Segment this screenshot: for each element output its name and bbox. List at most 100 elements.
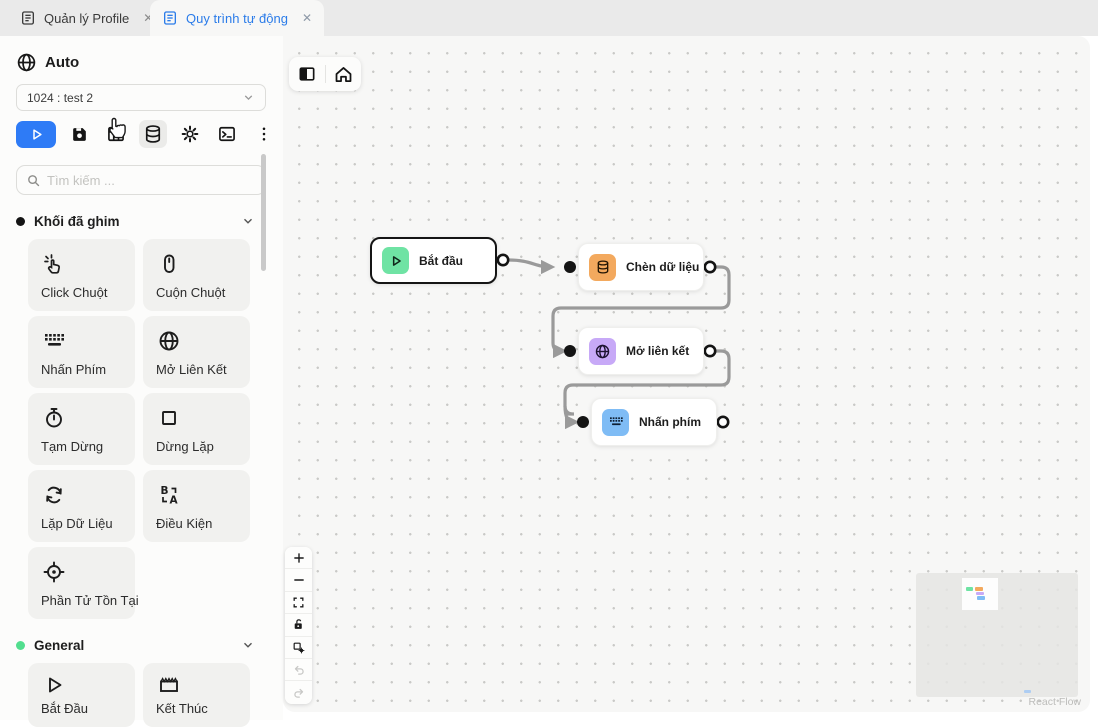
node-label: Mở liên kết	[626, 344, 690, 358]
auto-layout-icon	[293, 642, 305, 654]
fit-view-button[interactable]	[285, 591, 312, 615]
handle-source-start[interactable]	[496, 253, 510, 267]
block-start[interactable]: Bắt Đầu	[28, 663, 135, 727]
svg-text:B: B	[161, 485, 169, 497]
block-label: Phần Tử Tồn Tại	[41, 593, 139, 608]
globe-icon	[159, 331, 179, 351]
block-label: Lặp Dữ Liệu	[41, 516, 113, 531]
table-button[interactable]	[102, 120, 130, 148]
workflow-toolbar	[16, 119, 283, 149]
handle-source-press-key[interactable]	[716, 415, 730, 429]
svg-text:A: A	[170, 495, 179, 507]
block-press-key[interactable]: Nhấn Phím	[28, 316, 135, 388]
block-loop-data[interactable]: Lặp Dữ Liệu	[28, 470, 135, 542]
node-insert-data[interactable]: Chèn dữ liệu	[578, 243, 704, 291]
undo-icon	[294, 665, 304, 675]
zoom-in-button[interactable]	[285, 547, 312, 570]
lock-button[interactable]	[285, 614, 312, 637]
undo-button[interactable]	[285, 658, 312, 682]
workflow-doc-icon	[164, 11, 176, 25]
block-element-exists[interactable]: Phần Tử Tồn Tại	[28, 547, 139, 619]
tab-profile-manager[interactable]: Quản lý Profile ✕	[8, 0, 165, 36]
block-label: Cuộn Chuột	[156, 285, 226, 300]
section-label: General	[34, 637, 85, 653]
condition-icon: BA	[161, 485, 179, 507]
save-icon	[72, 127, 86, 141]
pinned-blocks-grid: Click Chuột Cuộn Chuột Nhấn Phím Mở Liên…	[28, 239, 283, 619]
block-label: Kết Thúc	[156, 701, 208, 716]
redo-button[interactable]	[285, 681, 312, 704]
handle-source-open-link[interactable]	[703, 344, 717, 358]
block-open-link[interactable]: Mở Liên Kết	[143, 316, 250, 388]
tab-label: Quy trình tự động	[186, 10, 288, 26]
minus-icon	[293, 579, 304, 581]
profile-select[interactable]: 1024 : test 2	[16, 84, 266, 111]
section-pinned-blocks-header[interactable]: Khối đã ghim	[16, 213, 273, 229]
settings-button[interactable]	[176, 120, 204, 148]
play-icon	[32, 128, 42, 140]
chevron-down-icon[interactable]	[241, 214, 255, 228]
block-label: Mở Liên Kết	[156, 362, 227, 377]
search-icon	[28, 174, 40, 186]
flow-canvas[interactable]: Bắt đầu Chèn dữ liệu Mở liên kết Nhấn ph…	[283, 36, 1090, 712]
node-label: Bắt đầu	[419, 253, 464, 268]
keyboard-icon	[602, 408, 629, 436]
general-blocks-grid: Bắt Đầu Kết Thúc	[28, 663, 283, 727]
node-start[interactable]: Bắt đầu	[370, 237, 497, 284]
node-press-key[interactable]: Nhấn phím	[591, 398, 717, 446]
minimap-node-insert-data	[975, 587, 983, 591]
save-button[interactable]	[65, 120, 93, 148]
stop-square-icon	[162, 411, 176, 425]
node-open-link[interactable]: Mở liên kết	[578, 327, 704, 375]
block-click-mouse[interactable]: Click Chuột	[28, 239, 135, 311]
canvas-top-panel	[289, 57, 361, 91]
divider	[324, 65, 326, 83]
block-label: Bắt Đầu	[41, 701, 88, 716]
zoom-out-button[interactable]	[285, 569, 312, 592]
plus-icon	[293, 553, 304, 563]
minimap-node-start	[966, 587, 973, 591]
handle-source-insert-data[interactable]	[703, 260, 717, 274]
handle-target-press-key[interactable]	[577, 416, 589, 428]
unlock-icon	[294, 619, 302, 630]
keyboard-icon	[45, 334, 64, 346]
node-label: Nhấn phím	[639, 415, 701, 429]
sidebar-scrollbar[interactable]	[261, 154, 266, 271]
more-button[interactable]	[250, 120, 278, 148]
table-icon	[108, 126, 124, 142]
toggle-sidebar-button[interactable]	[292, 59, 322, 89]
block-label: Dừng Lặp	[156, 439, 214, 454]
search-box	[16, 165, 266, 195]
tab-close-icon[interactable]: ✕	[301, 11, 312, 25]
terminal-icon	[219, 126, 235, 142]
tab-automation-flow[interactable]: Quy trình tự động ✕	[150, 0, 324, 36]
block-label: Nhấn Phím	[41, 362, 107, 377]
handle-target-insert-data[interactable]	[564, 261, 576, 273]
block-stop-loop[interactable]: Dừng Lặp	[143, 393, 250, 465]
block-scroll-mouse[interactable]: Cuộn Chuột	[143, 239, 250, 311]
tab-close-icon[interactable]: ✕	[143, 11, 154, 25]
tab-bar: Quản lý Profile ✕ Quy trình tự động ✕	[0, 0, 1098, 36]
page-title: Auto	[45, 53, 80, 71]
search-input[interactable]	[47, 172, 247, 188]
auto-layout-button[interactable]	[285, 636, 312, 659]
minimap-viewport[interactable]	[962, 578, 998, 610]
run-button[interactable]	[16, 120, 56, 148]
home-button[interactable]	[329, 59, 359, 89]
minimap[interactable]	[916, 573, 1078, 697]
terminal-button[interactable]	[213, 120, 241, 148]
block-end[interactable]: Kết Thúc	[143, 663, 250, 727]
data-button[interactable]	[139, 120, 167, 148]
chevron-down-icon[interactable]	[241, 638, 255, 652]
block-pause[interactable]: Tạm Dừng	[28, 393, 135, 465]
block-label: Tạm Dừng	[41, 439, 104, 454]
edge-start-to-insert-data	[508, 258, 556, 275]
click-mouse-icon	[44, 254, 60, 274]
end-clap-icon	[160, 677, 178, 692]
section-general-header[interactable]: General	[16, 637, 273, 653]
chevron-down-icon	[244, 95, 253, 101]
handle-target-open-link[interactable]	[564, 345, 576, 357]
tab-label: Quản lý Profile	[44, 10, 130, 26]
minimap-node-press-key	[977, 596, 985, 600]
